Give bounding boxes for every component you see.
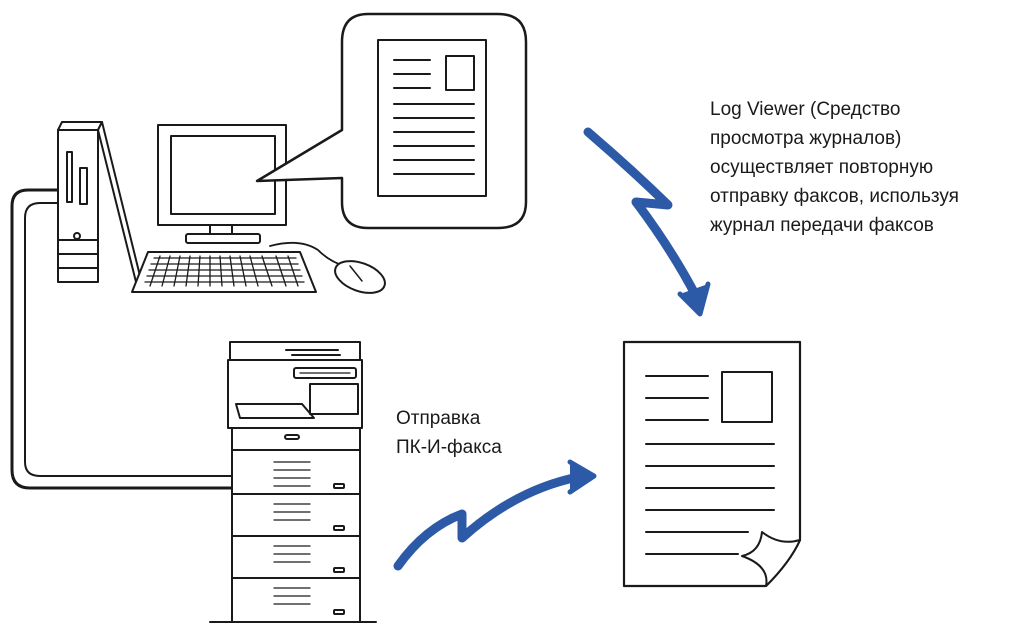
caption-line: осуществляет повторную xyxy=(710,157,934,178)
caption-line: просмотра журналов) xyxy=(710,128,902,149)
caption-line: журнал передачи факсов xyxy=(710,215,934,236)
monitor-icon xyxy=(157,124,287,244)
caption-line: ПК-И-факса xyxy=(396,437,502,458)
lightning-arrow-icon xyxy=(583,127,711,317)
mouse-icon xyxy=(269,241,386,294)
lightning-arrow-icon xyxy=(393,459,597,571)
document-icon xyxy=(622,340,802,588)
caption-line: Log Viewer (Средство xyxy=(710,99,901,120)
pc-ifax-caption: Отправка ПК-И-факса xyxy=(396,404,502,462)
caption-line: отправку факсов, используя xyxy=(710,186,959,207)
caption-line: Отправка xyxy=(396,408,481,429)
log-viewer-caption: Log Viewer (Средство просмотра журналов)… xyxy=(710,95,959,240)
multifunction-printer-icon xyxy=(209,341,377,623)
keyboard-icon xyxy=(131,251,317,293)
network-cable xyxy=(10,188,234,490)
computer-tower-icon xyxy=(57,121,141,283)
speech-bubble-icon xyxy=(255,12,528,230)
